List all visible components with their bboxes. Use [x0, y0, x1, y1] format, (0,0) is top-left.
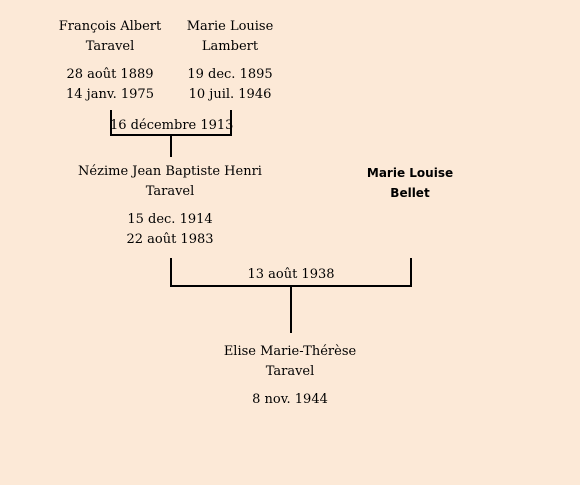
mother-name-line2: Bellet — [390, 186, 430, 200]
parents-descent-line — [290, 287, 292, 333]
child-name-line1: Elise Marie-Thérèse — [223, 344, 357, 359]
person-grandfather[interactable]: François Albert Taravel 28 août 1889 14 … — [40, 17, 180, 105]
father-name-line2: Taravel — [145, 184, 195, 199]
mother-name-line1: Marie Louise — [366, 166, 454, 180]
grandparents-marriage-date: 16 décembre 1913 — [110, 118, 234, 133]
grandparents-descent-line — [170, 136, 172, 157]
father-name-line1: Nézime Jean Baptiste Henri — [78, 164, 262, 179]
person-child[interactable]: Elise Marie-Thérèse Taravel 8 nov. 1944 — [190, 342, 390, 410]
person-father[interactable]: Nézime Jean Baptiste Henri Taravel 15 de… — [60, 162, 280, 250]
child-name-line2: Taravel — [265, 364, 315, 379]
father-vertical-line — [170, 258, 172, 287]
grandfather-name-line1: François Albert — [58, 19, 162, 34]
mother-vertical-line — [410, 258, 412, 287]
father-birth-date: 15 dec. 1914 — [127, 212, 213, 227]
grandmother-birth-date: 19 dec. 1895 — [187, 67, 273, 82]
grandfather-death-date: 14 janv. 1975 — [66, 87, 154, 102]
grandmother-name-line1: Marie Louise — [186, 19, 274, 34]
grandmother-vertical-line — [230, 110, 232, 136]
person-grandmother[interactable]: Marie Louise Lambert 19 dec. 1895 10 jui… — [160, 17, 300, 105]
parents-horizontal-line — [170, 285, 412, 287]
grandfather-birth-date: 28 août 1889 — [66, 67, 154, 82]
child-birth-date: 8 nov. 1944 — [252, 392, 328, 407]
father-death-date: 22 août 1983 — [126, 232, 214, 247]
grandfather-name-line2: Taravel — [85, 39, 135, 54]
person-mother[interactable]: Marie Louise Bellet — [340, 163, 480, 203]
parents-marriage-date: 13 août 1938 — [247, 267, 335, 282]
grandparents-horizontal-line — [110, 134, 232, 136]
grandmother-death-date: 10 juil. 1946 — [188, 87, 272, 102]
grandfather-vertical-line — [110, 110, 112, 136]
grandmother-name-line2: Lambert — [201, 39, 259, 54]
